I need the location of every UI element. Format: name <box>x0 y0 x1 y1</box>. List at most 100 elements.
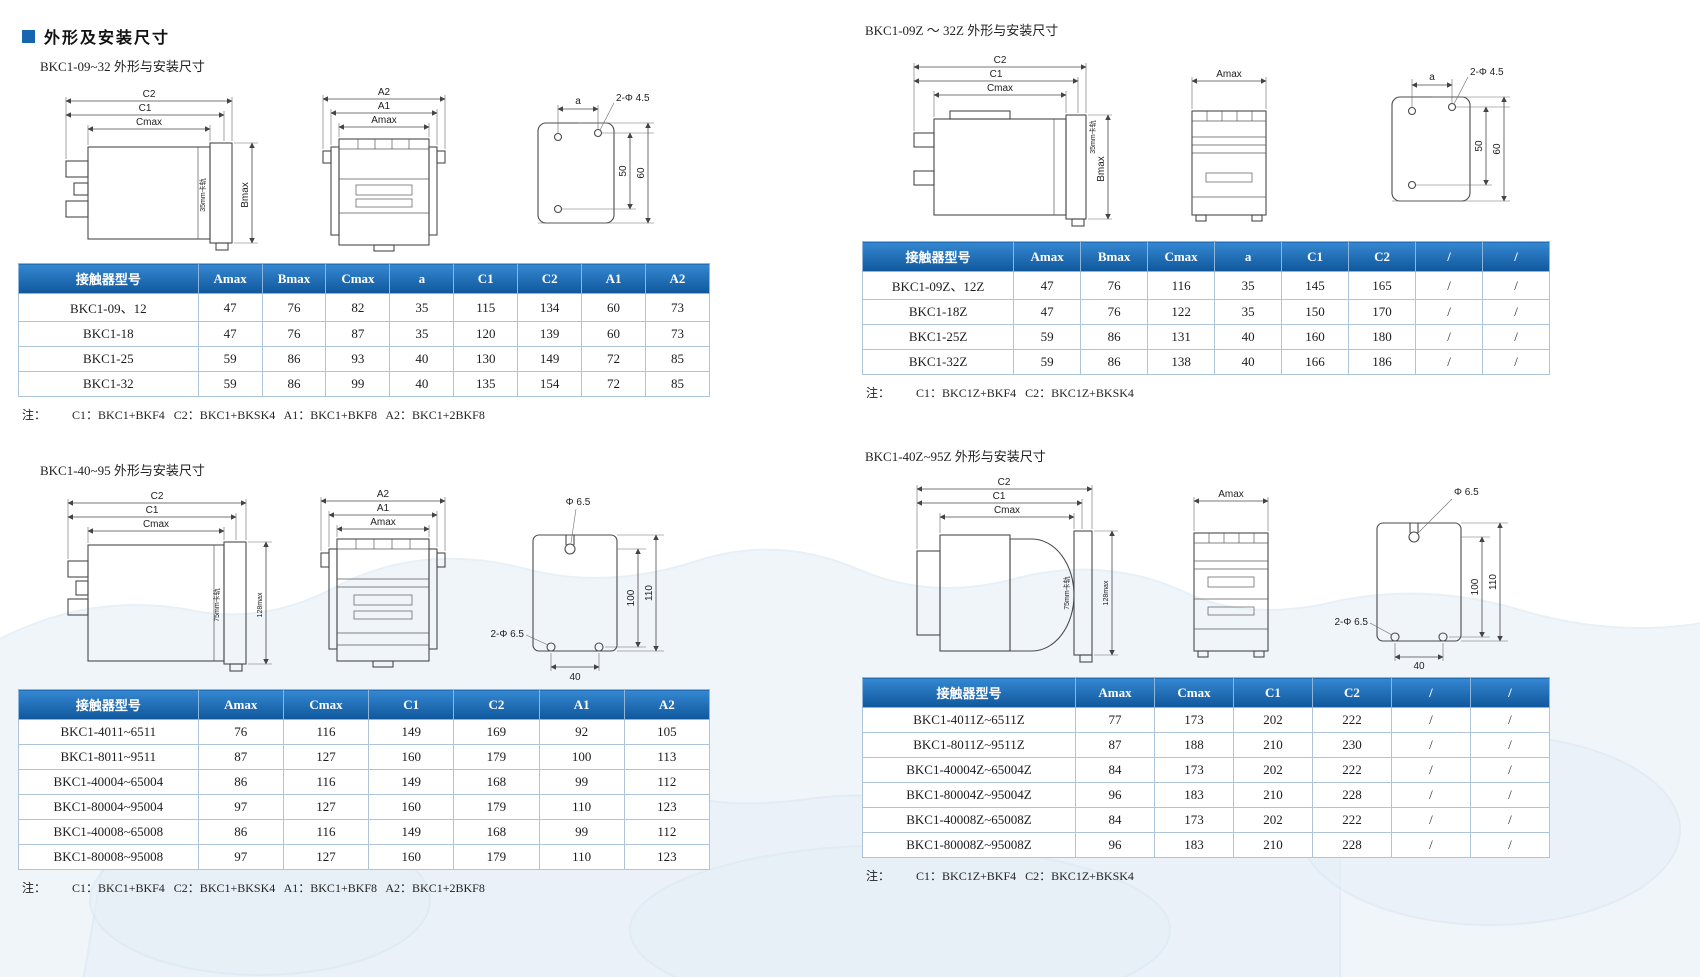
dim-label-cmax: Cmax <box>987 83 1013 94</box>
value-cell: 228 <box>1311 782 1392 808</box>
dim-label-a2: A2 <box>377 489 390 500</box>
dim-label-50: 50 <box>618 165 629 177</box>
value-cell: / <box>1469 782 1551 808</box>
section-bkc1-09-32: BKC1-09~32 外形与安装尺寸 <box>18 56 710 423</box>
value-cell: 165 <box>1348 271 1417 300</box>
column-header: Bmax <box>1080 241 1149 272</box>
dim-label-cmax: Cmax <box>143 519 169 530</box>
dim-label-a2: A2 <box>378 87 391 98</box>
value-cell: / <box>1482 349 1550 375</box>
value-cell: / <box>1415 299 1484 325</box>
page-title: 外形及安装尺寸 <box>44 30 171 47</box>
column-header: C2 <box>453 689 540 720</box>
value-cell: 138 <box>1147 349 1216 375</box>
section-bkc1-40-95: BKC1-40~95 外形与安装尺寸 <box>18 460 711 896</box>
hole-top-callout: Φ 6.5 <box>1454 487 1479 498</box>
column-header: A2 <box>645 263 710 294</box>
value-cell: / <box>1469 757 1551 783</box>
front-view-drawing: A2 A1 Amax <box>320 489 446 668</box>
dim-label-128max: 128max <box>257 592 264 617</box>
dim-label-c2: C2 <box>998 477 1011 488</box>
section-subtitle: BKC1-09~32 外形与安装尺寸 <box>40 59 205 74</box>
value-cell: / <box>1390 782 1471 808</box>
value-cell: 134 <box>517 293 583 322</box>
front-view-drawing: Amax <box>1193 489 1269 658</box>
value-cell: 84 <box>1074 807 1155 833</box>
technical-drawing: C2 C1 Cmax 35mm卡轨 Bmax <box>862 47 1550 235</box>
column-header: C1 <box>1281 241 1350 272</box>
model-cell: BKC1-18 <box>18 321 199 347</box>
model-cell: BKC1-40004Z~65004Z <box>862 757 1076 783</box>
value-cell: 86 <box>1080 349 1149 375</box>
value-cell: 120 <box>453 321 519 347</box>
value-cell: 92 <box>538 719 625 745</box>
model-cell: BKC1-40008~65008 <box>18 819 199 845</box>
value-cell: / <box>1415 324 1484 350</box>
column-header: Bmax <box>261 263 327 294</box>
value-cell: 222 <box>1311 757 1392 783</box>
value-cell: 113 <box>623 744 711 770</box>
value-cell: 35 <box>389 321 455 347</box>
value-cell: 123 <box>623 794 711 820</box>
value-cell: 40 <box>389 346 455 372</box>
value-cell: / <box>1390 732 1471 758</box>
value-cell: / <box>1390 757 1471 783</box>
page-header: 外形及安装尺寸 <box>22 24 170 48</box>
column-header: Cmax <box>1153 677 1234 708</box>
value-cell: 179 <box>453 844 540 870</box>
technical-drawing: C2 C1 Cmax 75mm卡轨 128max <box>862 473 1550 671</box>
value-cell: 183 <box>1153 782 1234 808</box>
dim-label-100: 100 <box>626 589 637 606</box>
column-header: 接触器型号 <box>862 677 1076 708</box>
value-cell: 86 <box>197 819 284 845</box>
dim-label-c2: C2 <box>143 89 156 100</box>
value-cell: 35 <box>1214 271 1283 300</box>
value-cell: 173 <box>1153 807 1234 833</box>
model-cell: BKC1-40004~65004 <box>18 769 199 795</box>
value-cell: 230 <box>1311 732 1392 758</box>
dim-label-110: 110 <box>1488 574 1499 590</box>
dim-label-60: 60 <box>1492 143 1503 155</box>
note-text: C1：BKC1+BKF4 C2：BKC1+BKSK4 A1：BKC1+BKF8 … <box>72 408 485 422</box>
note-label: 注： <box>866 386 891 400</box>
value-cell: 127 <box>282 744 370 770</box>
value-cell: 135 <box>453 371 519 397</box>
value-cell: 110 <box>538 844 625 870</box>
column-header: 接触器型号 <box>861 241 1015 272</box>
dim-label-amax: Amax <box>1218 489 1244 500</box>
column-header: / <box>1482 241 1550 272</box>
note-label: 注： <box>22 881 47 895</box>
section-subtitle: BKC1-40~95 外形与安装尺寸 <box>40 463 205 478</box>
value-cell: 85 <box>645 346 710 372</box>
dim-label-40: 40 <box>569 672 581 683</box>
dim-label-amax: Amax <box>1216 69 1242 80</box>
hole-callout: 2-Φ 6.5 <box>490 629 524 640</box>
value-cell: 87 <box>325 321 391 347</box>
value-cell: 127 <box>282 844 370 870</box>
value-cell: 86 <box>261 371 327 397</box>
value-cell: 86 <box>197 769 284 795</box>
column-header: Amax <box>1074 677 1155 708</box>
value-cell: 76 <box>1080 299 1149 325</box>
model-cell: BKC1-32Z <box>861 349 1015 375</box>
value-cell: 60 <box>581 321 646 347</box>
note-text: C1：BKC1Z+BKF4 C2：BKC1Z+BKSK4 <box>916 869 1134 883</box>
value-cell: 76 <box>261 321 327 347</box>
column-header: Amax <box>197 689 284 720</box>
model-cell: BKC1-18Z <box>861 299 1015 325</box>
rail-label: 35mm卡轨 <box>1088 120 1097 153</box>
value-cell: 202 <box>1232 707 1313 733</box>
value-cell: 40 <box>1214 324 1283 350</box>
